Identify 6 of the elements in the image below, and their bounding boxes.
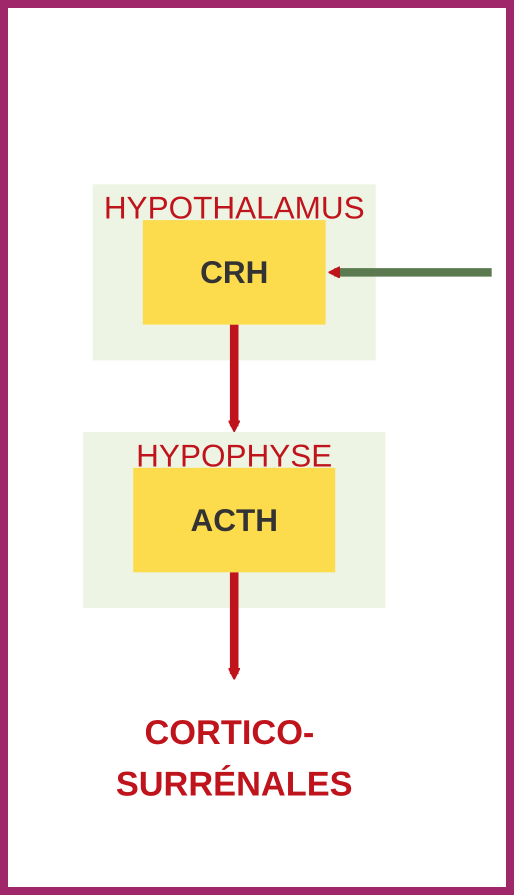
node-box: ACTH [133,468,336,572]
node-box: CRH [142,220,326,324]
arrow [228,572,240,680]
arrow [328,266,492,278]
node-text: CORTICO- SURRÉNALES [116,714,353,804]
arrow [228,324,240,432]
